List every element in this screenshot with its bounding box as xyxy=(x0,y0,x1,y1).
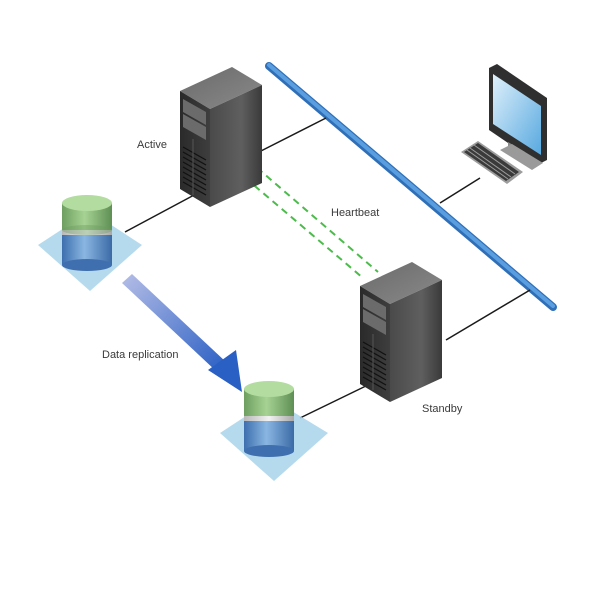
replication-arrow xyxy=(122,274,242,392)
link-active-to-bus xyxy=(254,117,327,155)
standby-server xyxy=(360,262,442,402)
standby-label: Standby xyxy=(422,403,463,415)
replica-storage xyxy=(220,381,328,481)
heartbeat-label: Heartbeat xyxy=(331,207,380,219)
link-standby-to-bus xyxy=(445,289,531,341)
heartbeat-line-1 xyxy=(235,169,364,279)
keyboard-icon xyxy=(461,141,523,184)
link-workstation-to-bus xyxy=(439,177,481,204)
link-replica-db-to-standby xyxy=(299,383,371,419)
primary-storage xyxy=(38,195,142,291)
client-workstation xyxy=(461,64,547,184)
link-primary-db-to-active xyxy=(124,193,197,233)
heartbeat-line-2 xyxy=(247,159,379,273)
network-bus-highlight xyxy=(267,63,555,308)
active-label: Active xyxy=(137,139,167,151)
active-server xyxy=(180,67,262,207)
data-replication-label: Data replication xyxy=(102,349,179,361)
monitor-icon xyxy=(489,64,547,170)
